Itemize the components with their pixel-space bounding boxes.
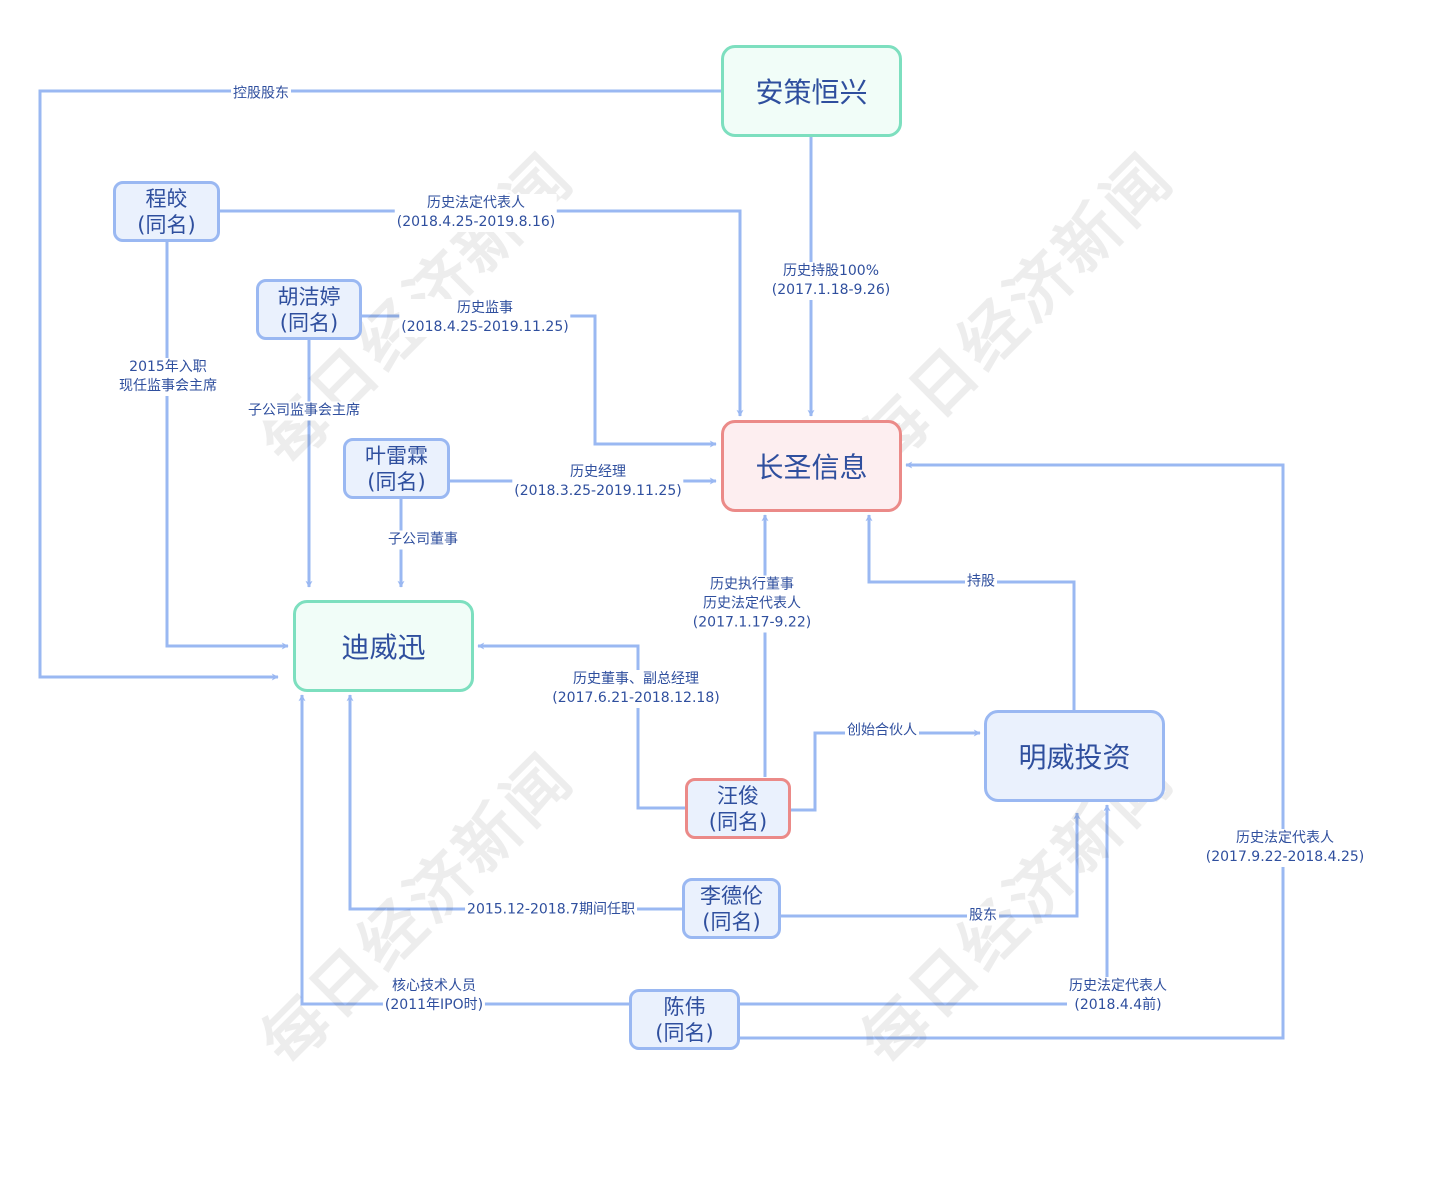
node-mingwei[interactable]: 明威投资 xyxy=(984,710,1165,802)
edge-chen-di xyxy=(298,694,630,1006)
node-label: 迪威迅 xyxy=(341,631,426,664)
person-note: (同名) xyxy=(279,310,339,335)
person-name: 汪俊 xyxy=(717,783,759,808)
edge-label-wang-chang: 历史执行董事历史法定代表人 (2017.1.17-9.22) xyxy=(690,575,814,633)
edge-label-line: 历史法定代表人 xyxy=(1235,830,1334,846)
edge-label-line: (2018.4.25-2019.8.16) xyxy=(396,214,556,230)
node-anceheng[interactable]: 安策恒兴 xyxy=(721,45,902,137)
edge-label-hu-chang: 历史监事 (2018.4.25-2019.11.25) xyxy=(399,299,571,337)
node-changsheng[interactable]: 长圣信息 xyxy=(721,420,902,512)
node-wangjun[interactable]: 汪俊 (同名) xyxy=(685,778,791,839)
edge-label-line: 持股 xyxy=(967,573,995,590)
edge-label-hu-di: 子公司监事会主席 xyxy=(246,401,362,421)
person-note: (同名) xyxy=(137,212,196,237)
node-hujieting[interactable]: 胡洁婷 (同名) xyxy=(256,279,362,340)
edge-label-chen-di: 核心技术人员 (2011年IPO时) xyxy=(382,977,486,1015)
edge-label-line: 2015.12-2018.7期间任职 xyxy=(467,901,635,918)
edge-label-line: 历史执行董事 xyxy=(710,576,794,593)
edge-label-ye-chang: 历史经理 (2018.3.25-2019.11.25) xyxy=(512,463,684,501)
edge-label-cheng-chang: 历史法定代表人 (2018.4.25-2019.8.16) xyxy=(394,194,558,232)
edge-label-li-di: 2015.12-2018.7期间任职 xyxy=(465,900,637,920)
edge-wang-ming xyxy=(791,729,981,812)
edge-kongu xyxy=(38,89,722,681)
edge-label-li-ming: 股东 xyxy=(967,906,999,926)
person-note: (同名) xyxy=(702,909,761,934)
edge-label-wang-ming: 创始合伙人 xyxy=(845,721,919,741)
edge-chen-ming xyxy=(739,804,1111,1006)
node-yeleilin[interactable]: 叶雷霖 (同名) xyxy=(343,438,450,499)
edge-label-line: 创始合伙人 xyxy=(847,722,917,739)
edge-label-line: 股东 xyxy=(969,907,997,924)
edge-label-line: 控股股东 xyxy=(233,85,289,102)
edge-label-line: (2017.1.17-9.22) xyxy=(692,614,812,631)
person-note: (同名) xyxy=(367,469,426,494)
edge-label-line: 子公司监事会主席 xyxy=(248,402,360,419)
edge-label-line: (2017.9.22-2018.4.25) xyxy=(1205,849,1365,865)
node-label: 明威投资 xyxy=(1018,741,1131,774)
edge-label-ming-chang: 持股 xyxy=(965,572,997,592)
edge-label-line: (2018.4.4前) xyxy=(1074,997,1162,1013)
person-name: 程皎 xyxy=(145,186,188,211)
edge-label-line: 现任监事会主席 xyxy=(119,378,217,394)
edge-label-chen-chang: 历史法定代表人 (2017.9.22-2018.4.25) xyxy=(1203,829,1367,867)
person-name: 叶雷霖 xyxy=(365,443,428,468)
edge-label-kongu: 控股股东 xyxy=(231,84,291,104)
node-label: 安策恒兴 xyxy=(755,76,868,109)
edge-ming-chang xyxy=(865,514,1076,710)
person-name: 陈伟 xyxy=(663,994,706,1019)
edge-label-wang-di: 历史董事、副总经理 (2017.6.21-2018.12.18) xyxy=(550,670,722,708)
edge-label-line: 历史经理 xyxy=(569,464,626,480)
edge-label-ye-di: 子公司董事 xyxy=(386,530,460,550)
edge-label-line: 子公司董事 xyxy=(388,531,458,548)
edge-cheng-chang xyxy=(219,209,744,417)
edge-label-line: (2017.1.18-9.26) xyxy=(771,282,891,298)
edge-label-chen-ming: 历史法定代表人 (2018.4.4前) xyxy=(1067,977,1169,1015)
edge-label-line: (2017.6.21-2018.12.18) xyxy=(552,690,720,706)
node-chengjiao[interactable]: 程皎 (同名) xyxy=(113,181,220,242)
edge-label-line: (2018.4.25-2019.11.25) xyxy=(401,319,569,335)
edge-label-line: 历史法定代表人 xyxy=(703,595,801,612)
edge-label-line: (2011年IPO时) xyxy=(384,997,484,1013)
person-name: 李德伦 xyxy=(700,883,763,908)
edge-chen-chang xyxy=(739,461,1285,1040)
node-lidelun[interactable]: 李德伦 (同名) xyxy=(682,878,781,939)
edge-label-line: 历史法定代表人 xyxy=(1069,978,1167,994)
node-chenwei[interactable]: 陈伟 (同名) xyxy=(629,989,740,1050)
person-name: 胡洁婷 xyxy=(277,284,341,309)
edge-label-line: 历史法定代表人 xyxy=(426,195,525,211)
edge-label-line: (2018.3.25-2019.11.25) xyxy=(514,483,682,499)
edge-label-line: 历史监事 xyxy=(456,300,513,316)
edge-li-ming xyxy=(780,812,1081,918)
edge-label-line: 历史董事、副总经理 xyxy=(572,671,699,687)
edge-label-cheng-di: 2015年入职现任监事会主席 xyxy=(117,358,219,396)
edge-label-anc-chang: 历史持股100% (2017.1.18-9.26) xyxy=(769,262,893,300)
edge-li-di xyxy=(346,694,682,911)
edge-label-line: 2015年入职 xyxy=(129,359,207,375)
edge-wang-di xyxy=(477,642,685,810)
person-note: (同名) xyxy=(708,809,768,834)
person-note: (同名) xyxy=(655,1020,714,1045)
node-label: 长圣信息 xyxy=(755,451,868,484)
edge-label-line: 核心技术人员 xyxy=(392,978,476,994)
edge-label-line: 历史持股100% xyxy=(782,263,880,279)
node-diweixun[interactable]: 迪威迅 xyxy=(293,600,474,692)
